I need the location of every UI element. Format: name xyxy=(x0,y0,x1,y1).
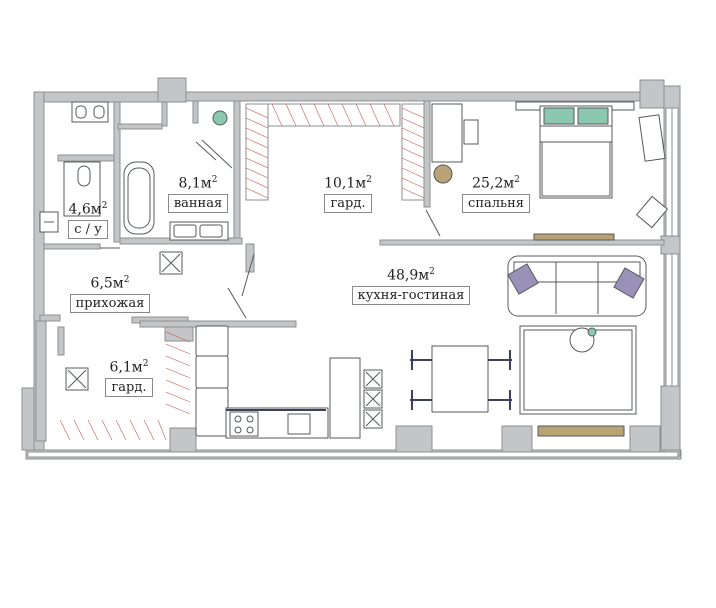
area-wardrobe-bottom: 6,1м xyxy=(109,359,143,376)
name-wardrobe-top: гард. xyxy=(324,193,372,213)
area-sup: 2 xyxy=(142,359,149,369)
room-label-hallway: 6,5м2 прихожая xyxy=(64,272,156,313)
room-label-kitchen-living: 48,9м2 кухня-гостиная xyxy=(336,264,486,305)
area-wardrobe-top: 10,1м xyxy=(324,175,367,192)
kitchen-units xyxy=(195,325,361,439)
toilet-fixtures xyxy=(39,101,109,233)
room-label-bedroom: 25,2м2 спальня xyxy=(454,172,538,213)
name-toilet: с / у xyxy=(68,219,108,239)
room-label-bathroom: 8,1м2 ванная xyxy=(160,172,236,213)
interior-walls xyxy=(35,100,665,442)
area-hallway: 6,5м xyxy=(90,275,124,292)
wardrobe-shelves xyxy=(245,103,425,201)
area-kitchen-living: 48,9м xyxy=(387,267,430,284)
tv-stand xyxy=(533,233,625,437)
bedroom-desk xyxy=(431,103,479,184)
bottom-piers xyxy=(169,425,661,453)
windows xyxy=(27,107,679,458)
bed xyxy=(515,101,635,199)
dining-chairs xyxy=(410,350,512,410)
name-wardrobe-bottom: гард. xyxy=(105,377,153,397)
vent-boxes xyxy=(65,251,383,429)
door-swings xyxy=(100,141,441,319)
room-label-wardrobe-bottom: 6,1м2 гард. xyxy=(92,356,166,397)
name-hallway: прихожая xyxy=(69,293,151,313)
bathroom-fixtures xyxy=(123,110,233,241)
name-bathroom: ванная xyxy=(167,193,229,213)
area-sup: 2 xyxy=(123,275,130,285)
area-sup: 2 xyxy=(514,175,520,185)
name-kitchen-living: кухня-гостиная xyxy=(351,285,471,305)
sofa xyxy=(507,255,647,317)
wardrobe-hatching xyxy=(59,103,425,441)
name-bedroom: спальня xyxy=(462,193,530,213)
area-sup: 2 xyxy=(429,267,435,277)
area-sup: 2 xyxy=(366,175,372,185)
dining-table xyxy=(431,345,489,413)
area-bathroom: 8,1м xyxy=(178,175,212,192)
area-toilet: 4,6м xyxy=(68,201,102,218)
area-bedroom: 25,2м xyxy=(472,175,515,192)
area-sup: 2 xyxy=(211,175,218,185)
living-rug xyxy=(519,325,637,415)
area-sup: 2 xyxy=(101,201,108,211)
room-label-toilet: 4,6м2 с / у xyxy=(56,198,120,239)
bedroom-armchairs xyxy=(635,114,669,229)
room-label-wardrobe-top: 10,1м2 гард. xyxy=(308,172,388,213)
